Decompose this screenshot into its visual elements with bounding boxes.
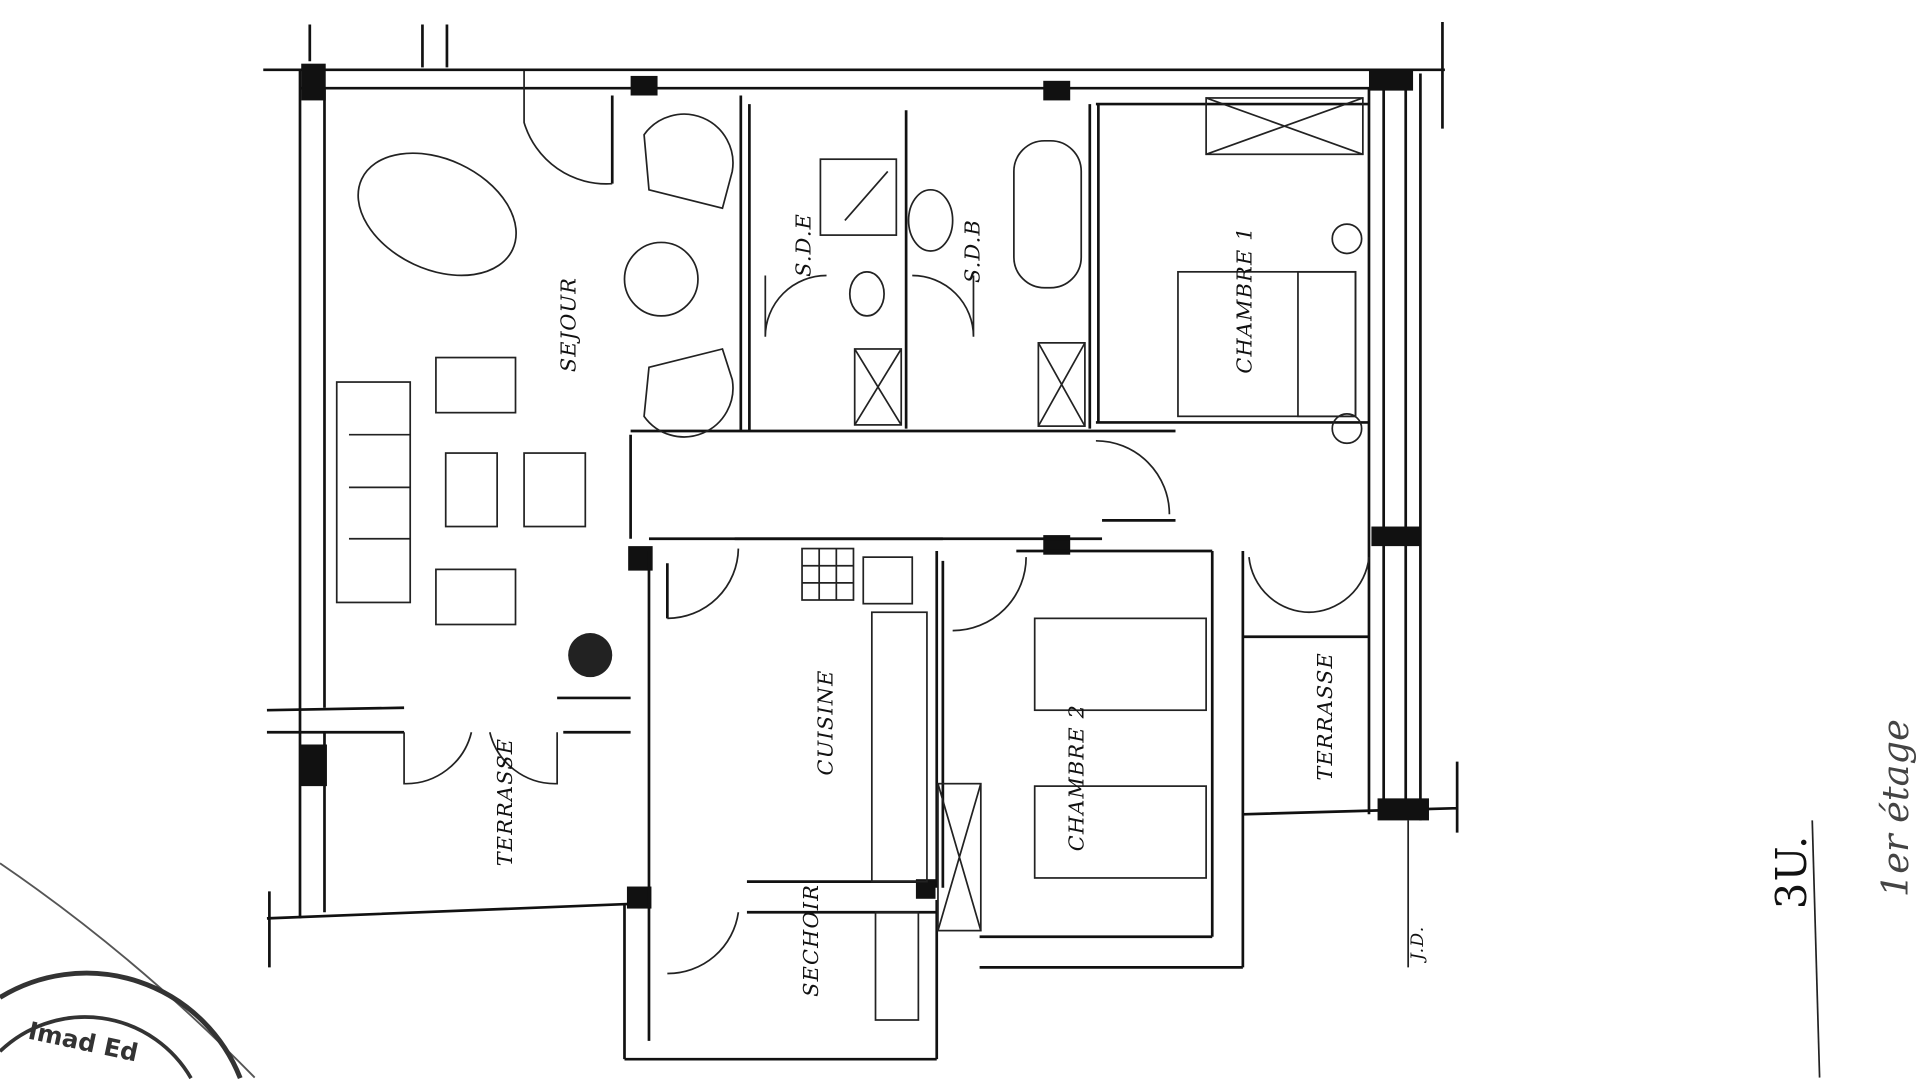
title-block-line [1811, 820, 1821, 1078]
interior-walls [557, 95, 1369, 1061]
label-sechoir: SECHOIR [799, 884, 823, 997]
stamp: Imad Ed [0, 862, 256, 1080]
label-terrasse-right: TERRASSE [1313, 652, 1337, 781]
label-terrasse-left: TERRASSE [493, 738, 517, 867]
stamp-outer-ring [0, 970, 243, 1080]
unit-label: 3U. [1767, 835, 1816, 910]
label-chambre-1: CHAMBRE 1 [1232, 226, 1256, 373]
furniture [335, 113, 1363, 1021]
label-sde: S.D.E [792, 213, 816, 277]
label-sejour: SEJOUR [557, 277, 581, 372]
label-jd: J.D. [1408, 926, 1428, 963]
room-labels: SEJOUR S.D.E S.D.B CHAMBRE 1 CUISINE CHA… [493, 213, 1428, 997]
label-cuisine: CUISINE [814, 669, 838, 775]
outer-walls [263, 22, 1459, 968]
structural-columns [300, 63, 1429, 909]
handwritten-note: 1er étage [1874, 719, 1917, 897]
label-sdb: S.D.B [961, 219, 985, 283]
door-swings [403, 71, 1370, 975]
label-chambre-2: CHAMBRE 2 [1065, 704, 1089, 851]
stamp-inner-ring [0, 1015, 193, 1080]
